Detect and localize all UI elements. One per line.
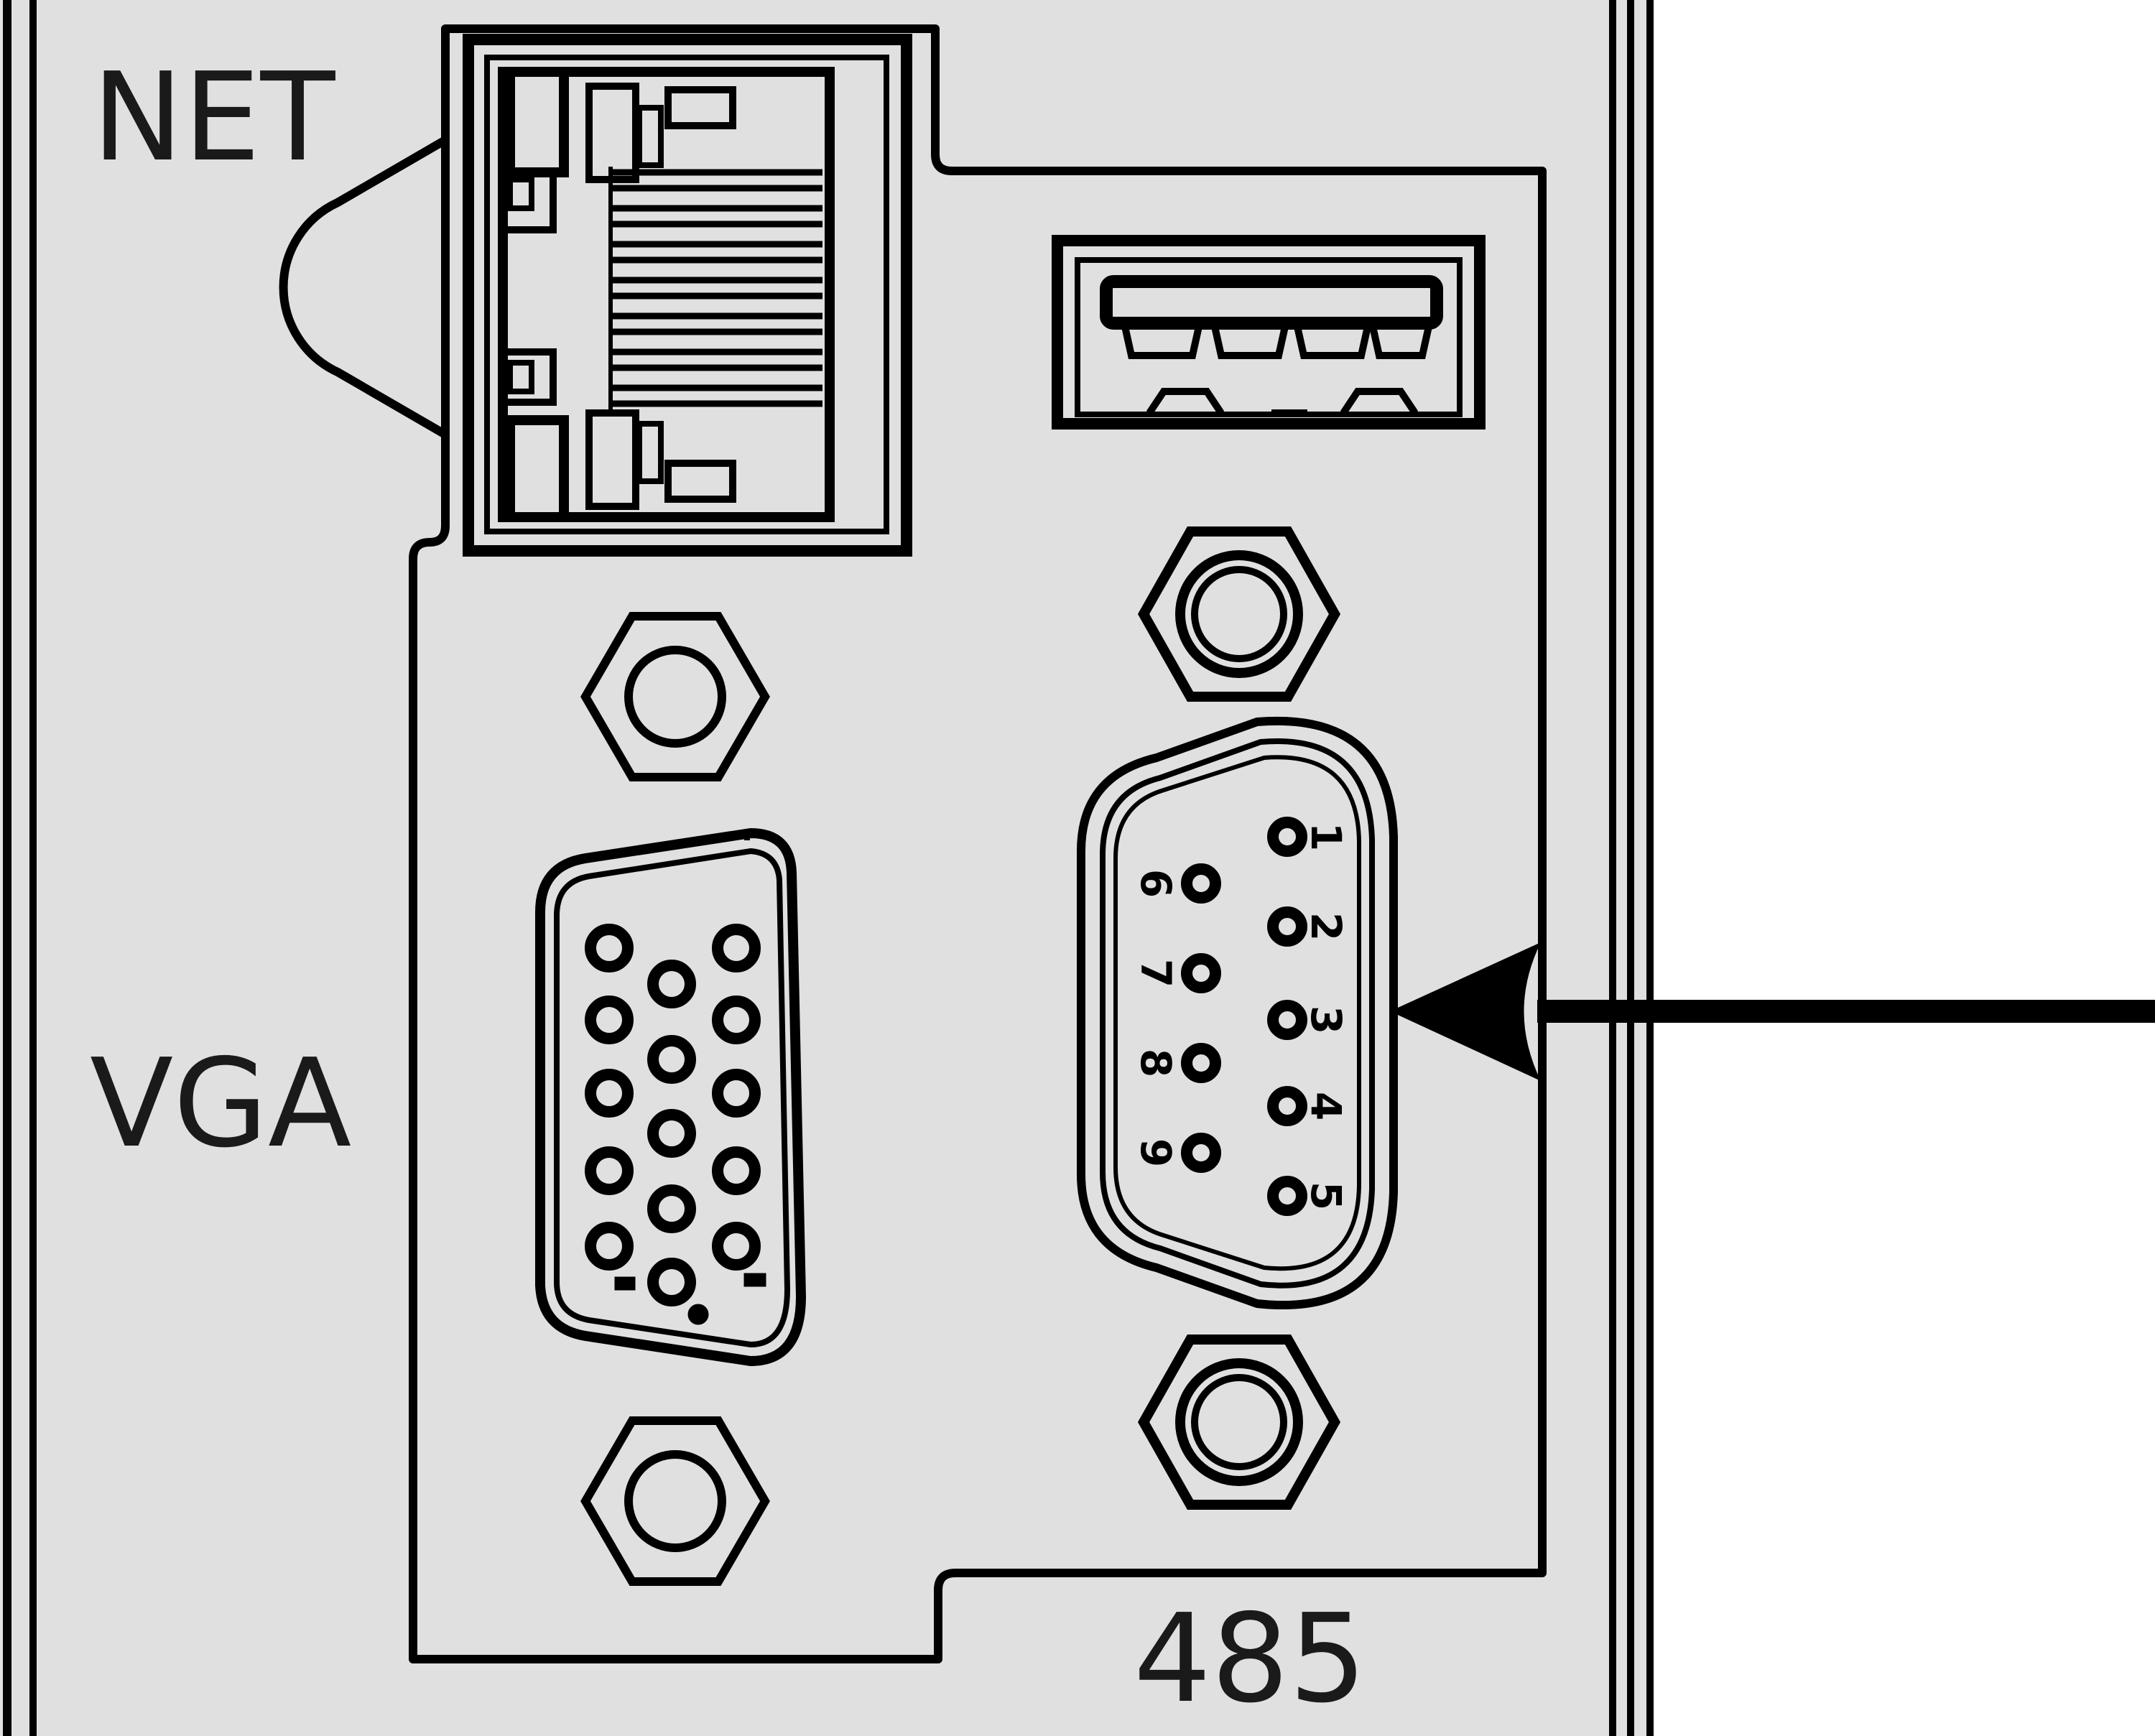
db9-pin-label: 4 [1302,1092,1350,1120]
db9-pin-label: 1 [1302,822,1350,851]
rj45-port-icon [463,34,912,557]
vga-label: VGA [90,1033,351,1175]
db9-pin-label: 6 [1131,869,1180,898]
db9-pin-label: 2 [1302,912,1350,941]
db9-pin-label: 3 [1302,1006,1350,1034]
hex-screw-icon [580,1416,770,1586]
hex-screw-icon [580,612,770,781]
hex-screw-icon [1137,1335,1341,1510]
pointer-arrow-icon [1390,942,2155,1081]
port-485-label: 485 [1134,1588,1366,1730]
db9-pin-holes [1181,817,1307,1216]
net-label: NET [92,47,336,189]
vga-port-icon [535,827,807,1367]
outside-area [1652,0,2155,1736]
db9-port-icon [1077,716,1398,1310]
usb-port-icon [1052,235,1486,430]
db9-pin-label: 9 [1131,1138,1180,1167]
net-tab [279,136,448,439]
db9-pin-label: 5 [1302,1182,1350,1210]
db9-pin-label: 8 [1131,1049,1180,1077]
vga-pins [585,924,766,1325]
hex-screw-icon [1137,526,1341,702]
module-plate-outline [409,24,1547,1663]
db9-pin-label: 7 [1131,959,1180,988]
